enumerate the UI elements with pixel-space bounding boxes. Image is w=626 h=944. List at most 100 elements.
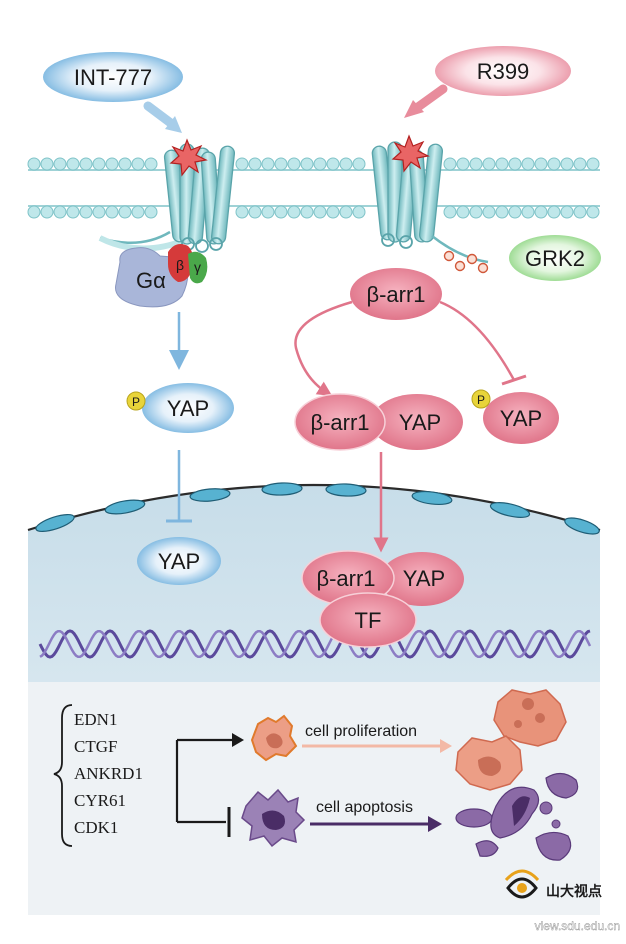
apoptosis-arrow-head	[428, 816, 442, 832]
lipid-head	[274, 157, 288, 171]
lipid-head	[586, 157, 600, 171]
lipid-head	[66, 157, 80, 171]
lipid-head	[339, 157, 353, 171]
lipid-head	[131, 157, 145, 171]
target-gene: CDK1	[74, 818, 118, 837]
lipid-head	[118, 157, 132, 171]
phospho-badge	[126, 391, 146, 411]
apoptosis-label: cell apoptosis	[316, 799, 413, 816]
right-receptor	[371, 134, 489, 274]
grk2: GRK2	[509, 235, 601, 281]
lipid-head	[66, 205, 80, 219]
lipid-head	[300, 205, 314, 219]
apoptotic-cell-small	[241, 788, 306, 848]
yap-nucleus-left-label: YAP	[158, 549, 200, 574]
beta-arrestin1-top: β-arr1	[350, 268, 442, 320]
lipid-head	[573, 157, 587, 171]
phosphorylation-sites	[443, 250, 489, 274]
phospho-yap-cytoplasm: YAP P	[126, 383, 234, 433]
g-gamma-label: γ	[194, 259, 201, 275]
lipid-head	[248, 205, 262, 219]
target-gene: ANKRD1	[74, 764, 143, 783]
lipid-head	[534, 157, 548, 171]
lipid-head	[40, 205, 54, 219]
lipid-head	[105, 205, 119, 219]
target-gene: CYR61	[74, 791, 126, 810]
g-alpha-label: Gα	[136, 268, 166, 293]
lipid-head	[469, 157, 483, 171]
r399-arrow	[413, 84, 448, 112]
lipid-head	[287, 157, 301, 171]
lipid-head	[495, 157, 509, 171]
lipid-head	[547, 205, 561, 219]
lipid-head	[105, 157, 119, 171]
arrestin-yap-complex: β-arr1 YAP	[294, 393, 463, 451]
eye-logo-icon	[504, 869, 540, 899]
lipid-head	[79, 205, 93, 219]
nuclear-transcription-complex: β-arr1 YAP TF	[301, 550, 464, 648]
apoptotic-bodies	[455, 772, 579, 861]
ligand-r399: R399	[435, 46, 571, 96]
watermark-name: 山大视点	[546, 883, 602, 899]
yap-nucleus-left: YAP	[137, 537, 221, 585]
lipid-head	[274, 205, 288, 219]
lipid-head	[313, 205, 327, 219]
lipid-head	[53, 157, 67, 171]
phospho-badge-label: P	[477, 393, 485, 407]
nuclear-yap-label: YAP	[403, 566, 445, 591]
lipid-head	[521, 205, 535, 219]
gene-list-brace	[53, 704, 73, 847]
proliferation-arrow-head	[440, 739, 452, 753]
lipid-head	[560, 205, 574, 219]
cell-membrane	[27, 157, 600, 219]
lipid-head	[261, 205, 275, 219]
tf-label: TF	[355, 608, 382, 633]
lipid-head	[313, 157, 327, 171]
lipid-head	[521, 157, 535, 171]
dna-strand	[39, 629, 592, 659]
lipid-head	[482, 205, 496, 219]
phospho-yap-label: YAP	[167, 396, 209, 421]
nuclear-pores	[35, 482, 600, 535]
g-beta-subunit	[168, 244, 194, 282]
proliferation-label: cell proliferation	[305, 723, 417, 740]
g-gamma-subunit	[188, 251, 208, 284]
lipid-head	[326, 157, 340, 171]
lipid-head	[144, 157, 158, 171]
lipid-head	[235, 157, 249, 171]
lipid-head	[456, 157, 470, 171]
nuclear-arrestin-label: β-arr1	[316, 566, 375, 591]
lipid-head	[443, 205, 457, 219]
grk2-label: GRK2	[525, 246, 585, 271]
lipid-head	[235, 205, 249, 219]
lipid-head	[144, 205, 158, 219]
lipid-head	[443, 157, 457, 171]
regulation-bracket	[175, 738, 236, 824]
lipid-head	[261, 157, 275, 171]
lipid-head	[27, 157, 41, 171]
phospho-yap-right: YAP P	[471, 389, 559, 444]
target-gene: CTGF	[74, 737, 117, 756]
lipid-head	[508, 157, 522, 171]
lipid-head	[79, 157, 93, 171]
lipid-head	[92, 205, 106, 219]
lipid-head	[560, 157, 574, 171]
left-receptor	[98, 138, 236, 253]
lipid-head	[287, 205, 301, 219]
lipid-head	[352, 157, 366, 171]
watermark: 山大视点 view.sdu.edu.cn	[504, 869, 620, 933]
ligand-binding-star-icon	[169, 138, 208, 177]
g-protein: Gα β γ	[115, 244, 208, 308]
phospho-badge	[471, 389, 491, 409]
lipid-head	[469, 205, 483, 219]
proliferating-cell-small	[250, 714, 298, 762]
dna-strand	[38, 629, 591, 659]
lipid-head	[40, 157, 54, 171]
lipid-head	[482, 157, 496, 171]
ligand-int777-label: INT-777	[74, 65, 152, 90]
lipid-head	[326, 205, 340, 219]
lipid-head	[508, 205, 522, 219]
